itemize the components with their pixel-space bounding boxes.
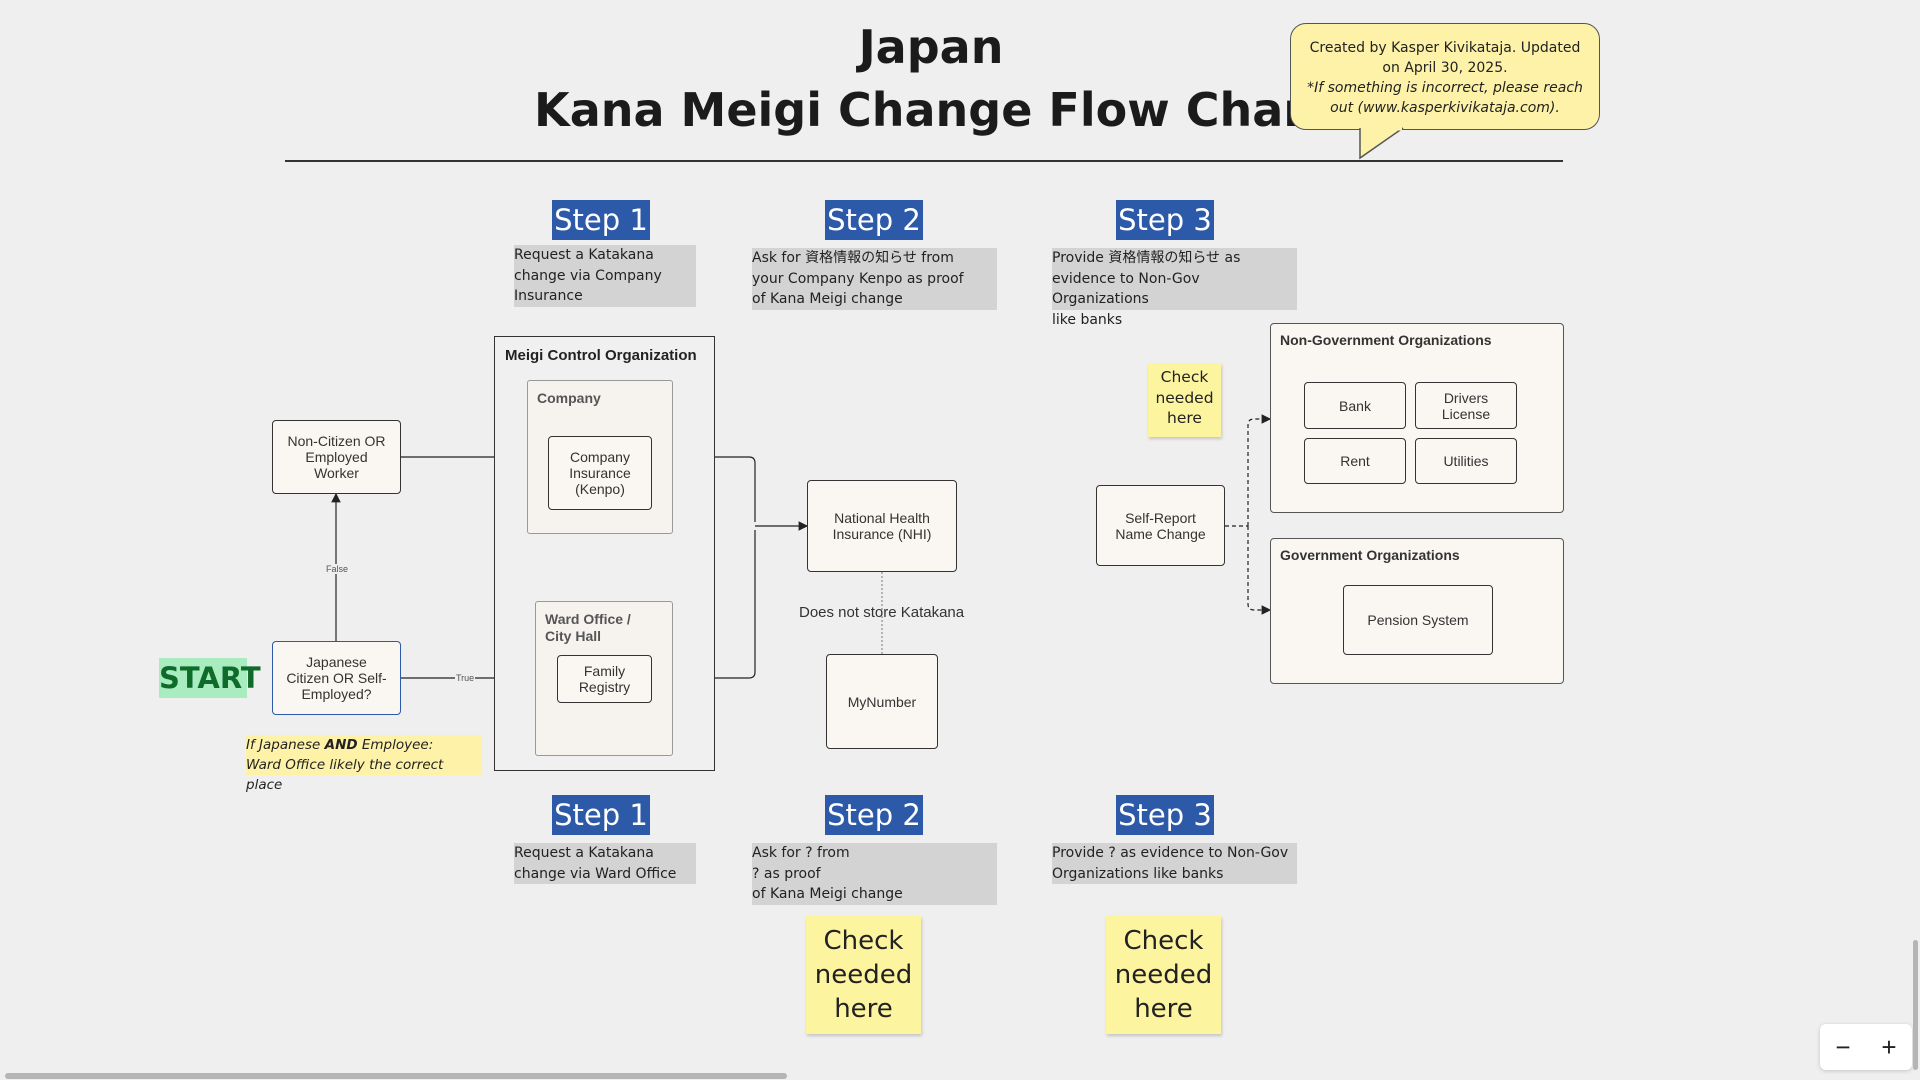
gov-label: Government Organizations [1280, 547, 1460, 563]
step-3-desc-top: Provide 資格情報の知らせ as evidence to Non-Gov … [1052, 248, 1297, 328]
note-suffix: Employee: [357, 737, 434, 753]
title-line-2: Kana Meigi Change Flow Chart [534, 83, 1328, 137]
start-label: START [159, 658, 261, 698]
bubble-tail [1359, 127, 1404, 160]
note-bold: AND [324, 737, 358, 753]
national-health-insurance-node[interactable]: National Health Insurance (NHI) [807, 480, 957, 572]
katakana-note: Does not store Katakana [799, 604, 965, 621]
step-1-desc-bottom: Request a Katakana change via Ward Offic… [514, 843, 696, 884]
vertical-scrollbar[interactable] [1913, 940, 1918, 1070]
rent-node[interactable]: Rent [1304, 438, 1406, 484]
meigi-control-label: Meigi Control Organization [505, 347, 697, 364]
edge-kenpo-nhi [673, 456, 756, 522]
step-1-desc-top: Request a Katakana change via Company In… [514, 245, 696, 307]
title-line-1: Japan [858, 20, 1004, 74]
title-divider [285, 160, 1563, 162]
check-needed-sticky-bottom-1: Check needed here [806, 916, 921, 1034]
note-prefix: If Japanese [246, 737, 325, 753]
false-edge-label: False [325, 564, 350, 574]
check-needed-sticky-bottom-2: Check needed here [1106, 916, 1221, 1034]
step-2-desc-top: Ask for 資格情報の知らせ from your Company Kenpo… [752, 248, 997, 310]
edge-self-report-gov [1247, 526, 1272, 615]
horizontal-scrollbar[interactable] [5, 1073, 787, 1079]
company-label: Company [537, 390, 601, 406]
mynumber-node[interactable]: MyNumber [826, 654, 938, 749]
step-1-badge-bottom: Step 1 [552, 795, 650, 835]
utilities-node[interactable]: Utilities [1415, 438, 1517, 484]
step-3-badge-bottom: Step 3 [1116, 795, 1214, 835]
edge-ward-nhi [673, 530, 756, 679]
ward-office-label: Ward Office / City Hall [545, 611, 631, 644]
step-3-badge-top: Step 3 [1116, 200, 1214, 240]
credit-line-2: *If something is incorrect, please reach… [1307, 80, 1583, 116]
ward-office-note: If Japanese AND Employee: Ward Office li… [246, 735, 482, 793]
pension-system-node[interactable]: Pension System [1343, 585, 1493, 655]
family-registry-node[interactable]: Family Registry [557, 655, 652, 703]
self-report-name-change-node[interactable]: Self-Report Name Change [1096, 485, 1225, 566]
step-3-desc-bottom: Provide ? as evidence to Non-Gov Organiz… [1052, 843, 1297, 884]
japanese-citizen-decision-node[interactable]: Japanese Citizen OR Self- Employed? [272, 641, 401, 715]
zoom-out-button[interactable]: − [1835, 1031, 1851, 1062]
note-line-2: Ward Office likely the correct place [246, 757, 444, 793]
non-citizen-worker-node[interactable]: Non-Citizen OR Employed Worker [272, 420, 401, 494]
check-needed-sticky-top: Check needed here [1148, 363, 1221, 437]
zoom-in-button[interactable]: + [1881, 1031, 1897, 1062]
bank-node[interactable]: Bank [1304, 382, 1406, 429]
credit-bubble: Created by Kasper Kivikataja. Updated on… [1290, 23, 1600, 130]
step-2-badge-top: Step 2 [825, 200, 923, 240]
company-insurance-kenpo-node[interactable]: Company Insurance (Kenpo) [548, 436, 652, 510]
true-edge-label: True [455, 673, 476, 683]
credit-line-1: Created by Kasper Kivikataja. Updated on… [1309, 40, 1581, 76]
drivers-license-node[interactable]: Drivers License [1415, 382, 1517, 429]
step-1-badge-top: Step 1 [552, 200, 650, 240]
step-2-desc-bottom: Ask for ? from ? as proof of Kana Meigi … [752, 843, 997, 905]
non-gov-label: Non-Government Organizations [1280, 332, 1492, 348]
edge-self-report-nongov [1247, 414, 1272, 526]
zoom-controls: − + [1820, 1024, 1912, 1070]
step-2-badge-bottom: Step 2 [825, 795, 923, 835]
